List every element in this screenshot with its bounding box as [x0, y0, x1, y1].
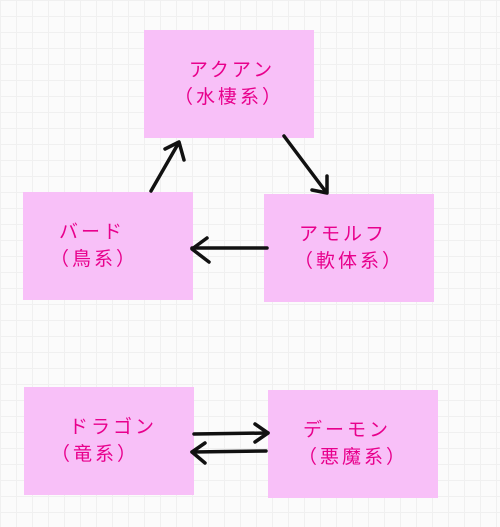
arrow-aquan-to-amorph	[282, 134, 329, 195]
node-bird: バード （鳥系）	[23, 192, 193, 300]
node-demon-name: デーモン	[302, 419, 391, 441]
node-amorph-type: （軟体系）	[293, 250, 404, 272]
node-aquan-type: （水棲系）	[173, 86, 284, 108]
node-demon: デーモン （悪魔系）	[268, 390, 438, 498]
node-aquan: アクアン （水棲系）	[144, 30, 314, 138]
node-bird-type: （鳥系）	[49, 248, 138, 270]
node-dragon: ドラゴン （竜系）	[24, 387, 194, 495]
arrow-dragon-to-demon	[192, 422, 270, 444]
arrow-amorph-to-bird	[190, 236, 269, 264]
node-amorph-name: アモルフ	[298, 223, 387, 245]
arrow-demon-to-dragon	[190, 441, 268, 465]
arrow-bird-to-aquan	[149, 140, 186, 193]
node-dragon-name: ドラゴン	[68, 416, 157, 438]
node-dragon-type: （竜系）	[50, 443, 139, 465]
node-aquan-name: アクアン	[188, 59, 276, 81]
node-amorph: アモルフ （軟体系）	[264, 194, 434, 302]
node-bird-name: バード	[58, 221, 125, 243]
node-demon-type: （悪魔系）	[297, 446, 408, 468]
